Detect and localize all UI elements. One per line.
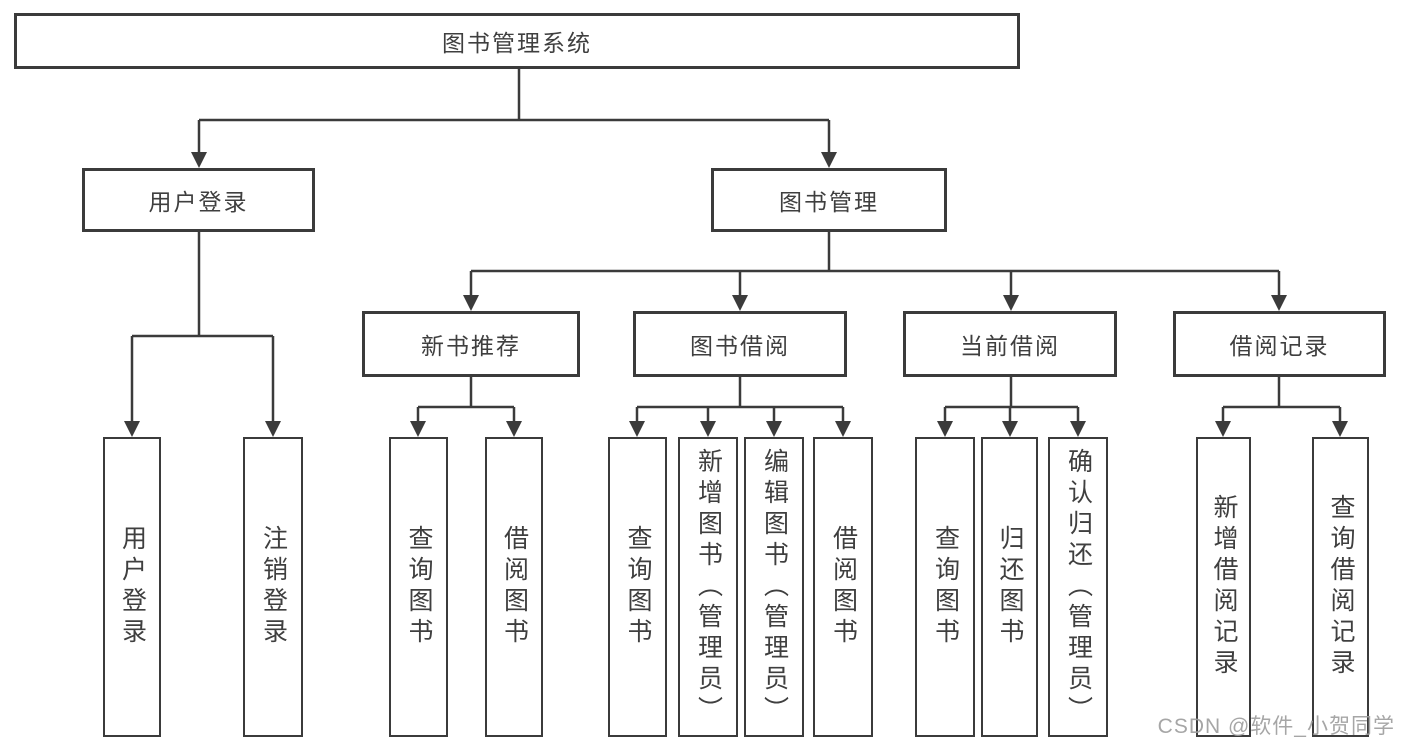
arrowhead <box>1070 421 1086 437</box>
leaf-borrow-borrow-books: 借阅图书 <box>813 437 873 737</box>
arrowhead <box>937 421 953 437</box>
node-book-borrow: 图书借阅 <box>633 311 847 377</box>
node-new-book-recommend: 新书推荐 <box>362 311 580 377</box>
arrowhead <box>124 421 140 437</box>
arrowhead <box>410 421 426 437</box>
leaf-record-add: 新增借阅记录 <box>1196 437 1251 737</box>
connector-book-borrow-to-leaves <box>629 377 851 437</box>
leaf-borrow-edit-books-admin: 编辑图书（管理员） <box>744 437 804 737</box>
connector-current-borrow-to-leaves <box>937 377 1086 437</box>
leaf-current-confirm-return-admin: 确认归还（管理员） <box>1048 437 1108 737</box>
arrowhead <box>1332 421 1348 437</box>
node-user-login: 用户登录 <box>82 168 315 232</box>
leaf-current-return-books: 归还图书 <box>981 437 1038 737</box>
arrowhead <box>629 421 645 437</box>
arrowhead <box>821 152 837 168</box>
node-current-borrow: 当前借阅 <box>903 311 1117 377</box>
connector-borrow-record-to-leaves <box>1215 377 1348 437</box>
arrowhead <box>1003 295 1019 311</box>
arrowhead <box>1271 295 1287 311</box>
arrowhead <box>835 421 851 437</box>
arrowhead <box>1215 421 1231 437</box>
watermark: CSDN @软件_小贺同学 <box>1157 715 1395 738</box>
leaf-logout-login: 注销登录 <box>243 437 303 737</box>
leaf-user-login: 用户登录 <box>103 437 161 737</box>
leaf-borrow-add-books-admin: 新增图书（管理员） <box>678 437 738 737</box>
arrowhead <box>1002 421 1018 437</box>
arrowhead <box>265 421 281 437</box>
leaf-newbook-query-books: 查询图书 <box>389 437 448 737</box>
connector-user-login-to-leaves <box>124 232 281 437</box>
node-borrow-record: 借阅记录 <box>1173 311 1386 377</box>
arrowhead <box>732 295 748 311</box>
connector-root-to-level2 <box>191 69 837 168</box>
arrowhead <box>766 421 782 437</box>
connector-new-book-to-leaves <box>410 377 522 437</box>
leaf-record-query: 查询借阅记录 <box>1312 437 1369 737</box>
node-root-system: 图书管理系统 <box>14 13 1020 69</box>
node-book-management: 图书管理 <box>711 168 947 232</box>
arrowhead <box>191 152 207 168</box>
arrowhead <box>463 295 479 311</box>
leaf-newbook-borrow-books: 借阅图书 <box>485 437 543 737</box>
leaf-borrow-query-books: 查询图书 <box>608 437 667 737</box>
connector-book-mgmt-to-level3 <box>463 232 1287 311</box>
arrowhead <box>700 421 716 437</box>
leaf-current-query-books: 查询图书 <box>915 437 975 737</box>
arrowhead <box>506 421 522 437</box>
